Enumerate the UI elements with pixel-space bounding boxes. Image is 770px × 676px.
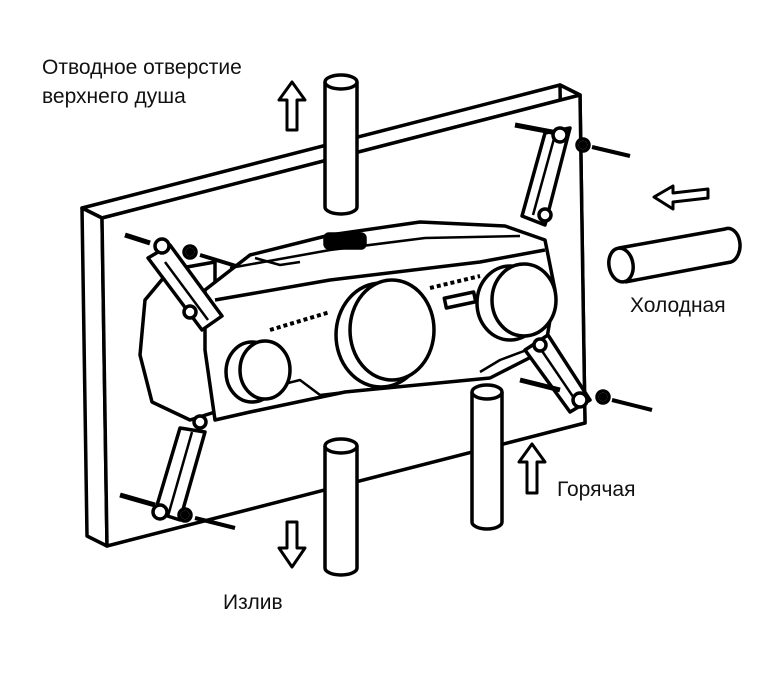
center-knob (334, 278, 436, 389)
left-knob (224, 339, 292, 404)
bracket-top-left (124, 232, 237, 332)
top-shower-outlet-label: Отводное отверстие верхнего душа (42, 53, 242, 111)
bottom-right-pipe (470, 383, 504, 531)
arrow-down-icon (277, 520, 307, 569)
bracket-top-right (514, 122, 631, 227)
top-shower-outlet-line1: Отводное отверстие (42, 56, 242, 79)
bottom-left-pipe (323, 437, 359, 577)
arrow-up-icon (517, 442, 547, 495)
bracket-bottom-right (519, 333, 653, 414)
spout-label: Излив (223, 591, 283, 614)
arrow-left-icon (652, 184, 710, 211)
arrow-up-icon (277, 80, 307, 132)
cold-label: Холодная (630, 294, 726, 317)
cold-inlet-pipe (607, 226, 742, 284)
bracket-bottom-left (119, 414, 236, 530)
top-shower-outlet-line2: верхнего душа (42, 85, 186, 108)
top-pipe (323, 73, 359, 216)
right-knob (475, 262, 558, 342)
hot-label: Горячая (557, 478, 636, 501)
